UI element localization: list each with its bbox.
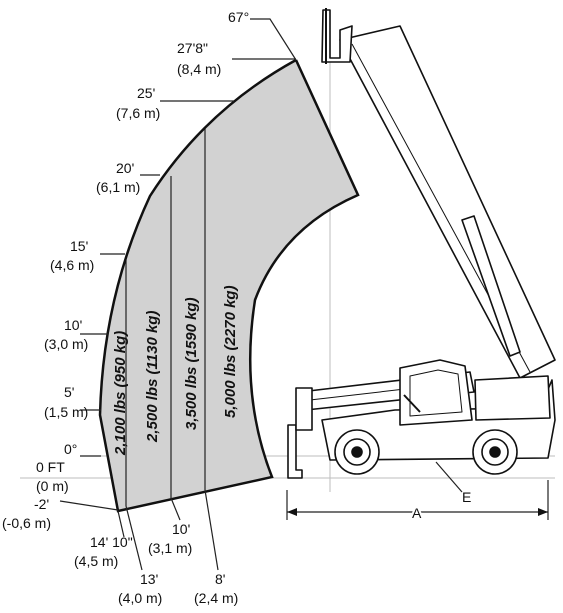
capacity-captions: 2,100 lbs (950 kg) 2,500 lbs (1130 kg) 3… bbox=[112, 285, 239, 456]
boom-head bbox=[321, 9, 353, 63]
height-10-ft: 10' bbox=[64, 317, 82, 333]
below-ground-m: (-0,6 m) bbox=[2, 515, 51, 531]
capacity-zone-3: 3,500 lbs (1590 kg) bbox=[183, 297, 200, 430]
boom-raised bbox=[339, 25, 556, 379]
height-27-8-m: (8,4 m) bbox=[177, 61, 221, 77]
zone-dividers bbox=[125, 127, 206, 506]
load-zone-area bbox=[100, 60, 358, 511]
height-5-ft: 5' bbox=[64, 384, 74, 400]
height-20-m: (6,1 m) bbox=[96, 179, 140, 195]
dimension-a-label: A bbox=[412, 505, 422, 521]
height-leaders bbox=[59, 18, 297, 511]
height-20-ft: 20' bbox=[116, 160, 134, 176]
reach-leaders bbox=[117, 489, 219, 571]
below-ground-ft: -2' bbox=[34, 496, 49, 512]
reach-10-m: (3,1 m) bbox=[148, 540, 192, 556]
capacity-zone-2: 2,500 lbs (1130 kg) bbox=[144, 311, 161, 443]
height-5-m: (1,5 m) bbox=[44, 404, 88, 420]
angle-zero-label: 0° bbox=[64, 441, 77, 457]
angle-top-label: 67° bbox=[228, 9, 249, 25]
ground-m-label: (0 m) bbox=[36, 478, 69, 494]
reach-10-ft: 10' bbox=[172, 521, 190, 537]
rear-wheel bbox=[472, 429, 518, 475]
dimension-e-label: E bbox=[462, 489, 471, 505]
carriage-lowered bbox=[287, 424, 303, 479]
load-zone-outline bbox=[98, 58, 360, 513]
reach-8-ft: 8' bbox=[215, 571, 225, 587]
reach-14-10-ft: 14' 10" bbox=[90, 534, 133, 550]
reach-13-ft: 13' bbox=[140, 571, 158, 587]
capacity-zone-4: 5,000 lbs (2270 kg) bbox=[222, 285, 239, 418]
height-27-8-ft: 27'8" bbox=[177, 40, 208, 56]
reach-13-m: (4,0 m) bbox=[118, 590, 162, 606]
height-25-ft: 25' bbox=[137, 85, 155, 101]
dimension-lines bbox=[286, 461, 549, 520]
height-labels: 67° 27'8" (8,4 m) 25' (7,6 m) 20' (6,1 m… bbox=[2, 9, 249, 531]
reach-labels: 14' 10" (4,5 m) 13' (4,0 m) 10' (3,1 m) … bbox=[74, 521, 238, 606]
height-15-ft: 15' bbox=[70, 238, 88, 254]
front-wheel bbox=[334, 429, 380, 475]
capacity-zone-1: 2,100 lbs (950 kg) bbox=[112, 331, 129, 456]
height-15-m: (4,6 m) bbox=[50, 257, 94, 273]
height-25-m: (7,6 m) bbox=[116, 105, 160, 121]
telehandler-illustration bbox=[287, 8, 556, 479]
reach-8-m: (2,4 m) bbox=[194, 590, 238, 606]
reach-14-10-m: (4,5 m) bbox=[74, 553, 118, 569]
height-10-m: (3,0 m) bbox=[44, 336, 88, 352]
ground-ft-label: 0 FT bbox=[36, 459, 65, 475]
